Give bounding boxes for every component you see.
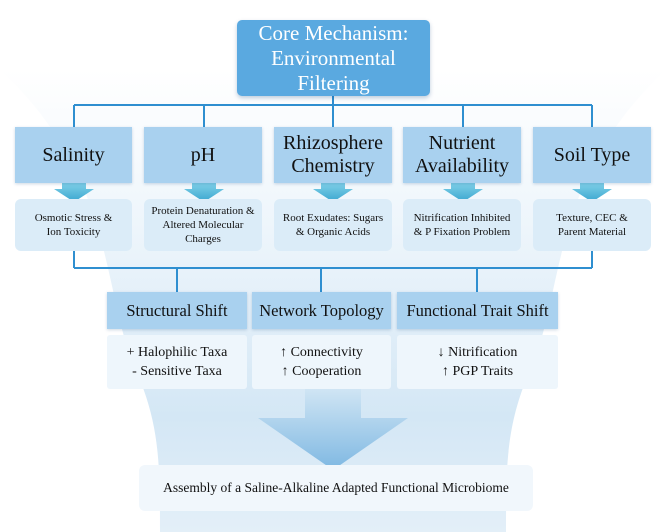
- effect-text-2: & P Fixation Problem: [413, 226, 511, 238]
- shift-line-2: ↑ PGP Traits: [441, 364, 514, 379]
- effect-box-rhizosphere: Root Exudates: Sugars & Organic Acids: [274, 199, 392, 251]
- effect-text-2: & Organic Acids: [295, 226, 371, 238]
- shift-title: Functional Trait Shift: [406, 300, 549, 320]
- effect-box-nutrient: Nitrification Inhibited & P Fixation Prob…: [403, 199, 521, 251]
- factor-box-ph: pH: [144, 127, 262, 183]
- outcome-box: Assembly of a Saline-Alkaline Adapted Fu…: [139, 465, 533, 511]
- factor-label: Nutrient: [428, 132, 496, 154]
- arrow-down-icon: [572, 183, 612, 202]
- core-title-line1: Core Mechanism:: [258, 20, 409, 45]
- effect-text: Osmotic Stress &: [34, 212, 113, 224]
- big-arrow-down-icon: [258, 389, 408, 470]
- effect-box-ph: Protein Denaturation & Altered Molecular …: [144, 199, 262, 251]
- shift-body-network: ↑ Connectivity ↑ Cooperation: [252, 335, 391, 389]
- core-mechanism-box: Core Mechanism: Environmental Filtering: [237, 20, 430, 96]
- shift-line-2: ↑ Cooperation: [281, 364, 362, 379]
- factor-box-salinity: Salinity: [15, 127, 132, 183]
- arrow-down-icon: [313, 183, 353, 202]
- core-title-line2: Environmental Filtering: [271, 45, 396, 95]
- small-arrows: [54, 183, 612, 202]
- effect-box-soil-type: Texture, CEC & Parent Material: [533, 199, 651, 251]
- effect-text-2: Parent Material: [557, 226, 627, 238]
- factor-label: Soil Type: [553, 143, 631, 166]
- factor-box-soil-type: Soil Type: [533, 127, 651, 183]
- shift-title: Network Topology: [259, 300, 384, 320]
- shift-line: ↓ Nitrification: [437, 345, 518, 360]
- factor-label: Rhizosphere: [283, 132, 383, 154]
- shift-header-structural: Structural Shift: [107, 292, 247, 329]
- effect-text: Nitrification Inhibited: [413, 212, 511, 224]
- shift-line-2: - Sensitive Taxa: [132, 364, 222, 379]
- factor-label: Salinity: [42, 143, 105, 166]
- arrow-down-icon: [184, 183, 224, 202]
- effect-text: Protein Denaturation &: [151, 205, 255, 217]
- shift-body-functional: ↓ Nitrification ↑ PGP Traits: [397, 335, 558, 389]
- factor-label-2: Availability: [414, 155, 510, 177]
- factor-label-2: Chemistry: [291, 155, 375, 177]
- effect-box-salinity: Osmotic Stress & Ion Toxicity: [15, 199, 132, 251]
- shift-line: ↑ Connectivity: [280, 345, 363, 360]
- outcome-text: Assembly of a Saline-Alkaline Adapted Fu…: [163, 480, 509, 495]
- effect-text-2: Ion Toxicity: [46, 226, 101, 238]
- shift-header-network: Network Topology: [252, 292, 391, 329]
- shift-title: Structural Shift: [126, 300, 228, 320]
- shift-header-functional: Functional Trait Shift: [397, 292, 558, 329]
- effect-text: Texture, CEC &: [556, 212, 628, 224]
- shift-line: + Halophilic Taxa: [126, 345, 228, 360]
- shift-body-structural: + Halophilic Taxa - Sensitive Taxa: [107, 335, 247, 389]
- effect-text-2: Altered Molecular Charges: [162, 219, 244, 245]
- connector-lines: [73, 96, 593, 292]
- arrow-down-icon: [54, 183, 94, 202]
- arrow-down-icon: [443, 183, 483, 202]
- factor-label: pH: [190, 143, 216, 166]
- effect-text: Root Exudates: Sugars: [282, 212, 384, 224]
